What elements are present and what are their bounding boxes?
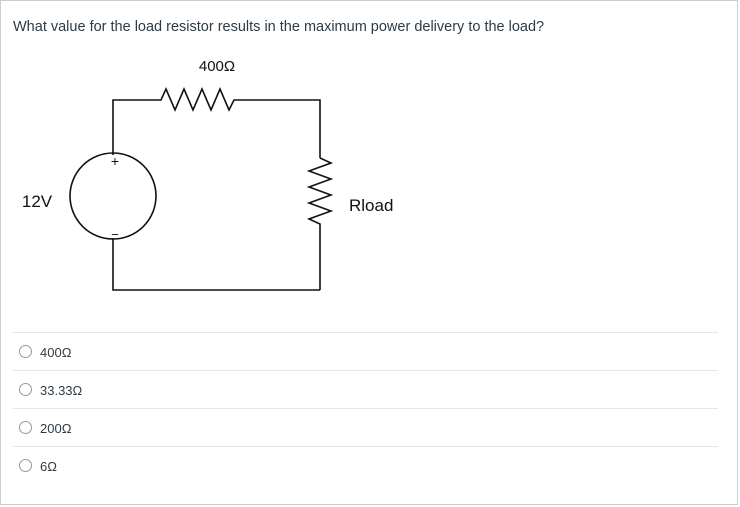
source-plus-sign: + [111,153,119,169]
answer-option[interactable]: 33.33Ω [13,370,718,408]
load-resistor-label: Rload [349,196,393,215]
answer-label: 6Ω [40,459,57,474]
top-resistor-label: 400Ω [199,58,235,75]
source-voltage-label: 12V [22,192,53,211]
load-resistor [306,157,334,290]
radio-button-icon[interactable] [19,383,32,396]
radio-button-icon[interactable] [19,421,32,434]
bottom-wire [112,238,320,291]
top-wire-with-resistor [112,86,321,158]
radio-button-icon[interactable] [19,459,32,472]
answer-label: 400Ω [40,345,72,360]
answer-label: 33.33Ω [40,383,83,398]
question-text: What value for the load resistor results… [13,19,545,35]
answer-option[interactable]: 6Ω [13,446,718,484]
circuit-diagram: 400Ω + − 12V Rload [22,58,393,291]
answer-label: 200Ω [40,421,72,436]
source-minus-sign: − [111,227,119,242]
answer-option[interactable]: 400Ω [13,332,718,370]
voltage-source [69,152,157,240]
radio-button-icon[interactable] [19,345,32,358]
answer-option[interactable]: 200Ω [13,408,718,446]
answer-list: 400Ω 33.33Ω 200Ω 6Ω [13,332,718,484]
